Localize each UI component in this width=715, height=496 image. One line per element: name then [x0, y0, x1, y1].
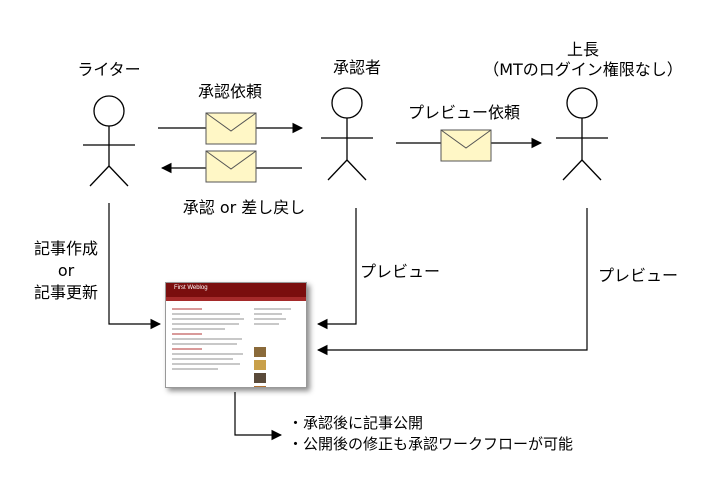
writer-label: ライター [77, 60, 141, 79]
blog-header-bar [166, 297, 306, 301]
writer-action-or: or [57, 261, 75, 280]
blog-screenshot-thumbnail: First Weblog [165, 282, 307, 388]
writer-action-create: 記事作成 [33, 239, 99, 258]
writer-action-update: 記事更新 [33, 283, 99, 302]
envelope-icon [205, 112, 257, 145]
blog-photo-thumbnails [254, 347, 272, 387]
envelope-icon [205, 150, 257, 183]
note-publish-after-approval: ・承認後に記事公開 [288, 414, 424, 432]
approve-or-return-label: 承認 or 差し戻し [182, 198, 306, 217]
writer-to-blog-arrow [108, 203, 162, 330]
blog-title: First Weblog [166, 283, 306, 297]
envelope-icon [440, 129, 492, 162]
boss-figure [556, 87, 608, 181]
approval-request-label: 承認依頼 [197, 82, 263, 101]
boss-preview-label: プレビュー [598, 266, 679, 285]
approver-preview-arrow [316, 208, 357, 330]
preview-request-label: プレビュー依頼 [407, 103, 521, 122]
blog-sidebar [254, 305, 300, 328]
note-edit-workflow: ・公開後の修正も承認ワークフローが可能 [288, 435, 574, 453]
approver-figure [321, 87, 373, 181]
writer-figure [83, 95, 135, 187]
boss-preview-arrow [316, 208, 588, 356]
boss-permission-label: （MTのログイン権限なし） [483, 60, 683, 79]
boss-label: 上長 [566, 40, 600, 59]
approver-label: 承認者 [332, 58, 382, 77]
approver-preview-label: プレビュー [360, 262, 441, 281]
blog-main-column [172, 305, 248, 373]
blog-to-notes-arrow [234, 392, 283, 441]
